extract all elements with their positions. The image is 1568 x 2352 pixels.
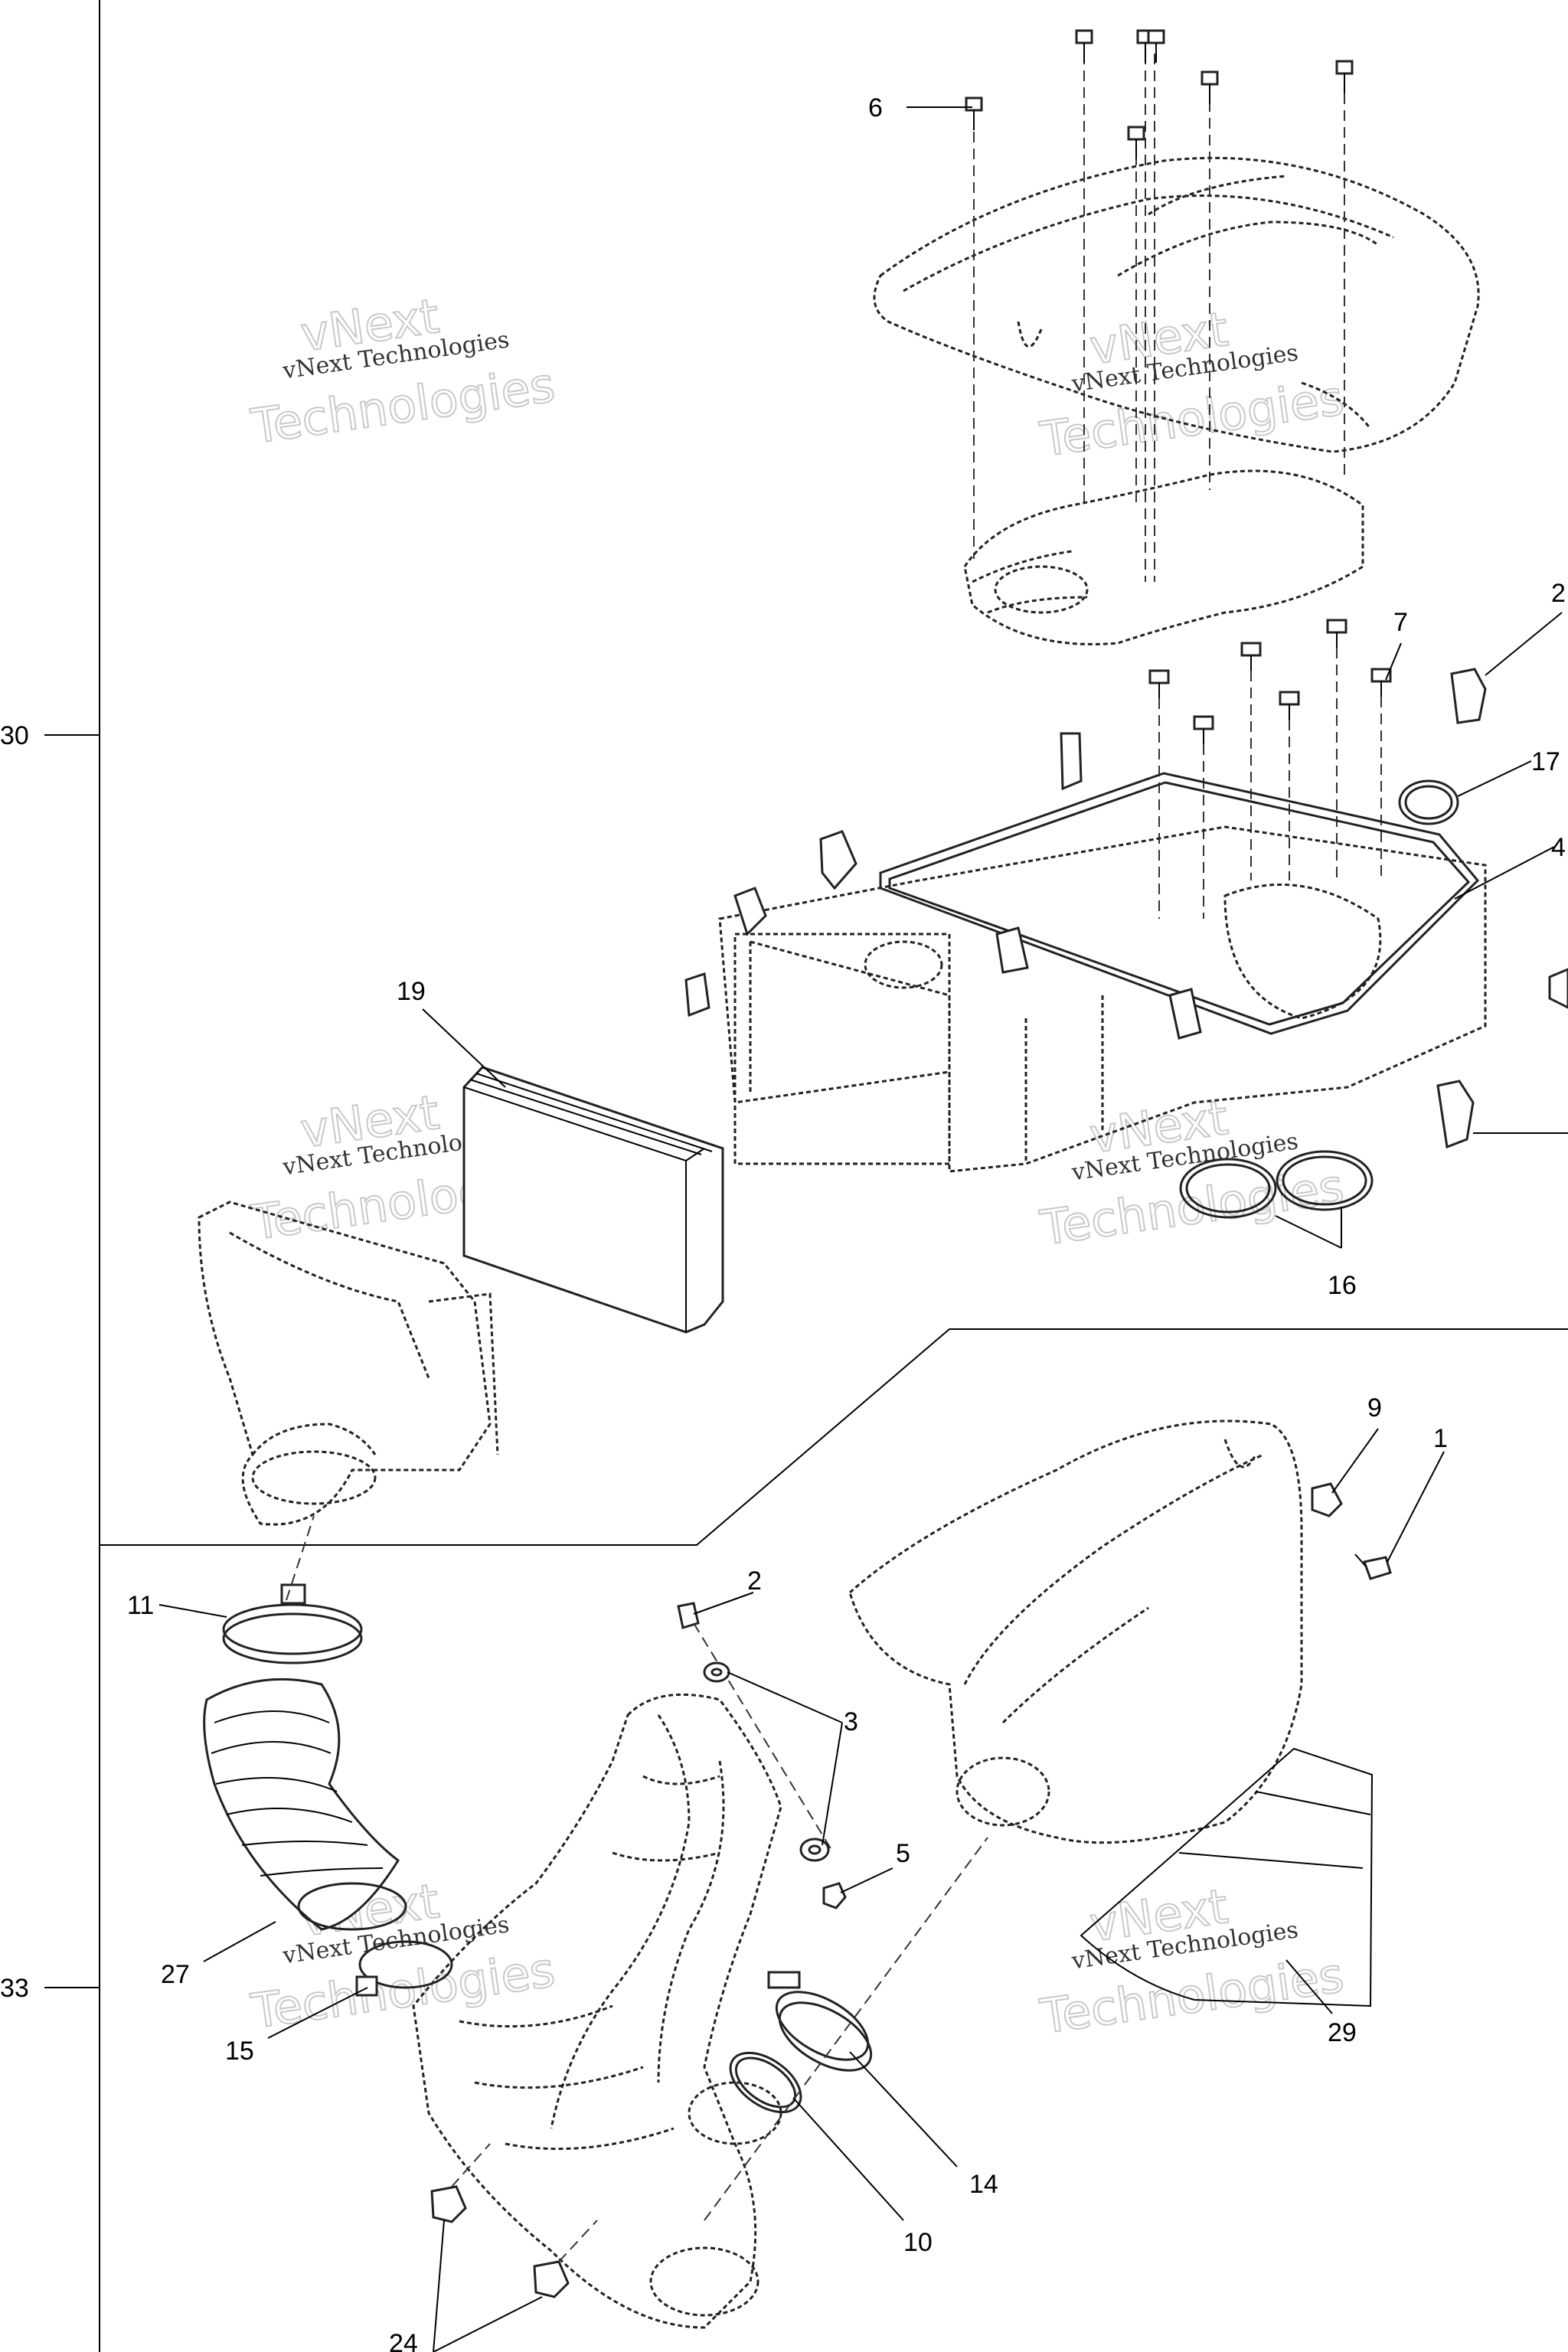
inlet-box (198, 1200, 499, 1526)
intake-duct-upper (963, 469, 1364, 645)
bolt-icon (1148, 669, 1170, 919)
bolt-icon (677, 1602, 700, 1629)
bolt-icon (1279, 691, 1300, 880)
o-ring-pair (1179, 1150, 1374, 1219)
watermark-4: vNext Technologies vNext Technologies (1036, 1089, 1348, 1257)
nut-icon (822, 1882, 847, 1909)
intake-duct-lower (412, 1693, 782, 2329)
watermark-1: vNext Technologies vNext Technologies (247, 287, 559, 456)
callout-2-upper: 2 (1551, 579, 1566, 608)
washer-icon (799, 1838, 830, 1862)
o-ring-small (1398, 779, 1459, 825)
airbox-gasket (879, 772, 1480, 1035)
clip-icon (819, 830, 858, 890)
leader-lines (158, 106, 1568, 2352)
callout-4: 4 (1551, 833, 1566, 862)
callout-7: 7 (1393, 608, 1408, 637)
hose-clamp-duct (767, 1971, 873, 2072)
callout-29: 29 (1328, 2018, 1357, 2047)
division-label-33: 33 (0, 1974, 29, 2003)
clip-icon (1548, 968, 1568, 1009)
section-frame (44, 0, 1568, 2352)
callout-2-lower: 2 (747, 1566, 762, 1596)
callout-3: 3 (844, 1707, 858, 1736)
grommet-icon (430, 2143, 491, 2223)
o-ring-lower (729, 2051, 802, 2114)
bolt-icon (1335, 60, 1354, 93)
callout-14: 14 (969, 2170, 998, 2199)
watermark-2: vNext Technologies vNext Technologies (1036, 300, 1348, 469)
callout-17: 17 (1531, 747, 1560, 776)
nut-icon (1311, 1482, 1343, 1517)
rear-airbox-housing (848, 1419, 1303, 1844)
callout-19: 19 (397, 977, 426, 1006)
bolt-icon (1326, 619, 1348, 880)
airbox-base (718, 825, 1487, 1173)
callout-11: 11 (127, 1591, 154, 1620)
bolt-icon (1200, 70, 1219, 104)
bolt-icon (1370, 668, 1392, 880)
cover-bolt-group (965, 29, 1354, 159)
airbox-bolt-group (1148, 619, 1392, 919)
clip-icon (733, 887, 767, 936)
hose-axis-line (286, 1515, 315, 1601)
clip-icon (1168, 988, 1202, 1040)
callout-15: 15 (225, 2037, 254, 2066)
bolt-icon (1240, 642, 1262, 880)
hose-clamp-upper (222, 1583, 363, 1664)
washer-icon (703, 1661, 730, 1683)
bolt-icon (1127, 126, 1145, 159)
clip-icon (995, 926, 1029, 974)
callout-1: 1 (1433, 1424, 1448, 1453)
bolt-axis-lines-top (973, 54, 1345, 582)
callout-24: 24 (389, 2329, 418, 2352)
clip-icon (1060, 732, 1083, 791)
bolt-icon (1193, 715, 1214, 919)
intake-hose (203, 1677, 407, 1931)
bolt-axis-line (693, 1622, 832, 1851)
clip-icon (684, 972, 710, 1018)
callout-9: 9 (1367, 1393, 1382, 1423)
callout-6: 6 (868, 93, 883, 122)
hose-clamp-lower (355, 1940, 453, 1997)
duct-axis-line (704, 1837, 988, 2221)
bolt-icon (1147, 29, 1165, 63)
clip-icon (1436, 1080, 1475, 1149)
bolt-icon (1354, 1553, 1392, 1580)
callout-16: 16 (1328, 1271, 1357, 1300)
grommet-icon (533, 2220, 598, 2298)
division-label-30: 30 (0, 721, 29, 750)
heat-shield (1080, 1747, 1374, 2007)
callout-10: 10 (903, 2228, 933, 2257)
bolt-icon (965, 96, 983, 130)
bolt-icon (1075, 29, 1093, 63)
watermark-6: vNext Technologies vNext Technologies (1036, 1877, 1348, 2046)
clip-icon (1450, 668, 1487, 724)
air-filter (462, 1066, 724, 1334)
callout-5: 5 (896, 1839, 910, 1868)
callout-27: 27 (161, 1960, 190, 1989)
